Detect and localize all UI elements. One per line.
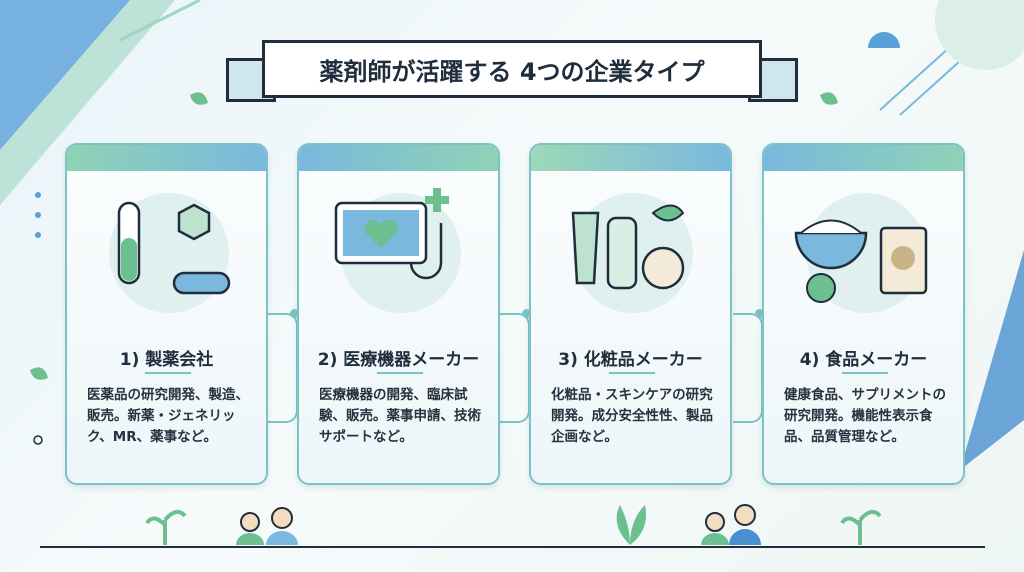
page-title-text: 薬剤師が活躍する 4つの企業タイプ [319, 57, 705, 86]
card-title: 2) 医療機器メーカー [317, 350, 480, 370]
card-title: 4) 食品メーカー [799, 350, 928, 370]
food-bowl-icon [794, 193, 928, 313]
card-cosmetics: 3) 化粧品メーカー 化粧品・スキンケアの研究開発。成分安全性性、製品企画など。 [529, 143, 732, 485]
divider [145, 372, 191, 374]
card-pharmaceutical: 1) 製薬会社 医薬品の研究開発、製造、販売。新薬・ジェネリック、MR、薬事など… [65, 143, 268, 485]
cosmetics-icon [571, 193, 693, 313]
connector-dot [290, 309, 299, 318]
heart-monitor-stethoscope-icon [334, 188, 461, 313]
divider [842, 372, 888, 374]
card-title: 3) 化粧品メーカー [558, 350, 703, 370]
divider [609, 372, 655, 374]
connector-dot [522, 309, 531, 318]
card-title: 1) 製薬会社 [119, 350, 214, 370]
test-tube-molecule-icon [109, 193, 231, 313]
connector-dot [755, 309, 764, 318]
card-description: 医薬品の研究開発、製造、販売。新薬・ジェネリック、MR、薬事など。 [87, 387, 249, 445]
card-description: 健康食品、サプリメントの研究開発。機能性表示食品、品質管理など。 [784, 387, 946, 445]
card-medical-device: 2) 医療機器メーカー 医療機器の開発、臨床試験、販売。薬事申請、技術サポートな… [297, 143, 500, 485]
card-food: 4) 食品メーカー 健康食品、サプリメントの研究開発。機能性表示食品、品質管理な… [762, 143, 965, 485]
ground-line [40, 546, 985, 548]
card-description: 化粧品・スキンケアの研究開発。成分安全性性、製品企画など。 [551, 387, 713, 445]
divider [377, 372, 423, 374]
card-description: 医療機器の開発、臨床試験、販売。薬事申請、技術サポートなど。 [319, 387, 481, 445]
page-title: 薬剤師が活躍する 4つの企業タイプ [262, 40, 762, 98]
